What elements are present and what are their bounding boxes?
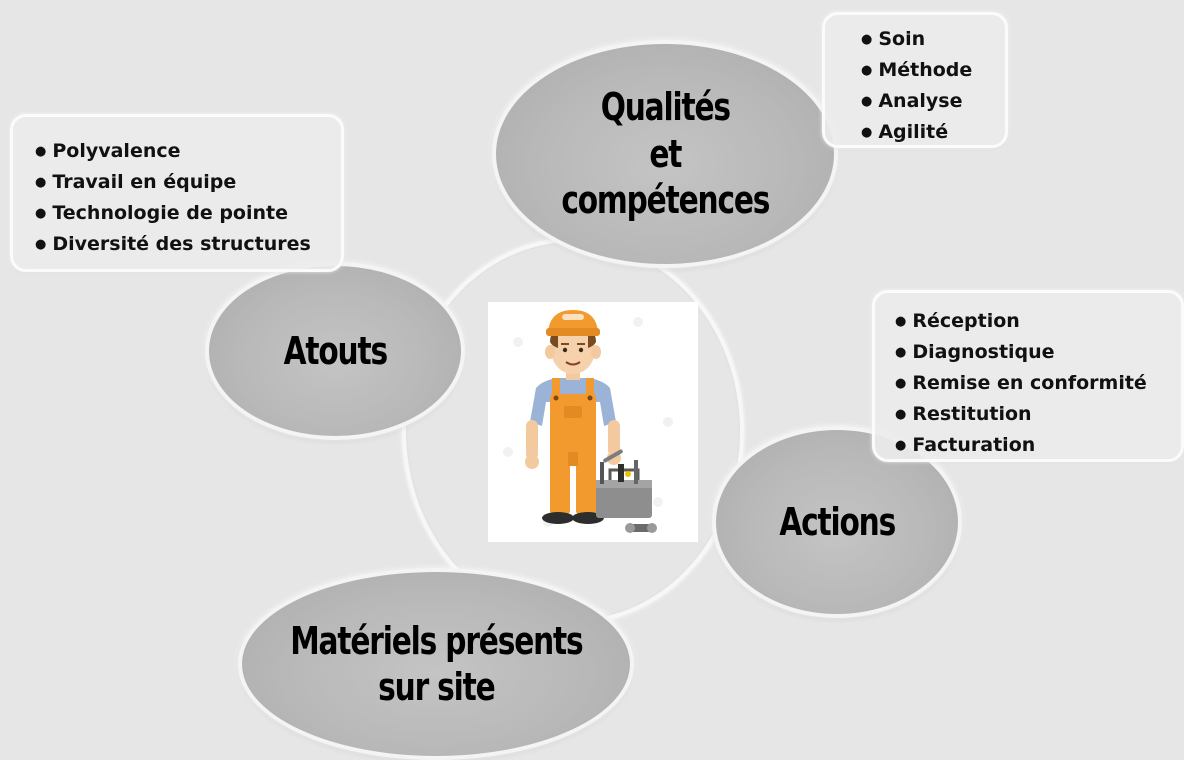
list-item: Polyvalence <box>35 137 341 168</box>
list-item: Restitution <box>895 400 1181 431</box>
qualites-label-line1: Qualités <box>600 85 730 130</box>
node-materiels-presents-sur-site: Matériels présents sur site <box>238 568 634 760</box>
mechanic-icon <box>503 310 673 533</box>
list-item: Travail en équipe <box>35 168 341 199</box>
list-item: Soin <box>861 25 1005 56</box>
actions-list-box: Réception Diagnostique Remise en conform… <box>872 290 1184 462</box>
materiels-label: Matériels présents sur site <box>289 618 583 711</box>
actions-label: Actions <box>779 499 896 544</box>
materiels-label-line2: sur site <box>377 665 496 709</box>
list-item: Méthode <box>861 56 1005 87</box>
qualites-list-box: Soin Méthode Analyse Agilité <box>822 12 1008 148</box>
list-item: Facturation <box>895 431 1181 462</box>
atouts-list-box: Polyvalence Travail en équipe Technologi… <box>10 114 344 272</box>
list-item: Réception <box>895 307 1181 338</box>
list-item: Diversité des structures <box>35 230 341 261</box>
actions-list: Réception Diagnostique Remise en conform… <box>895 307 1181 462</box>
list-item: Remise en conformité <box>895 369 1181 400</box>
atouts-list: Polyvalence Travail en équipe Technologi… <box>35 137 341 261</box>
qualites-list: Soin Méthode Analyse Agilité <box>861 25 1005 149</box>
qualites-label: Qualités et compétences <box>561 84 770 223</box>
qualites-label-line2: et <box>649 131 682 176</box>
list-item: Technologie de pointe <box>35 199 341 230</box>
qualites-label-line3: compétences <box>561 178 770 223</box>
mechanic-illustration <box>488 302 698 542</box>
node-atouts: Atouts <box>205 262 465 440</box>
node-qualites-et-competences: Qualités et compétences <box>492 40 838 268</box>
list-item: Agilité <box>861 118 1005 149</box>
list-item: Analyse <box>861 87 1005 118</box>
materiels-label-line1: Matériels présents <box>289 618 583 663</box>
atouts-label: Atouts <box>283 328 388 373</box>
list-item: Diagnostique <box>895 338 1181 369</box>
